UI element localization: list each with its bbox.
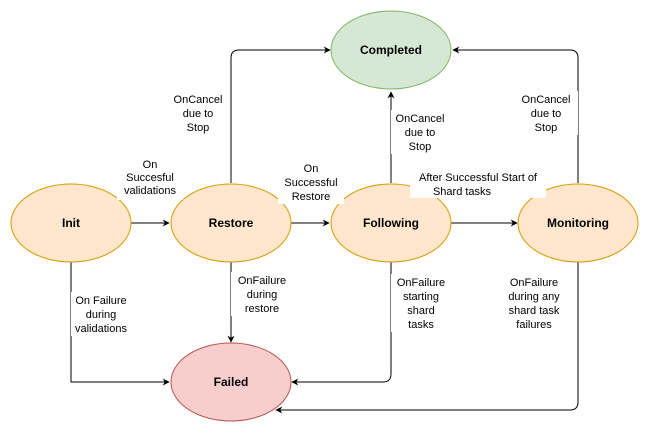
node-restore-label: Restore: [209, 216, 254, 230]
label-line: restore: [245, 303, 279, 315]
label-line: OnFailure: [510, 277, 558, 289]
node-restore-shape: [170, 183, 292, 263]
label-line: during: [86, 309, 117, 321]
label-line: After Successful Start of: [419, 172, 538, 184]
label-following-failed: OnFailure starting shard tasks: [391, 274, 451, 332]
node-failed-shape: [170, 342, 292, 422]
label-line: Shard tasks: [433, 186, 492, 198]
label-line: validations: [75, 323, 127, 335]
label-line: OnCancel: [174, 94, 223, 106]
label-line: tasks: [408, 319, 434, 331]
label-line: OnFailure: [397, 277, 445, 289]
label-line: failures: [516, 319, 552, 331]
label-line: Stop: [535, 122, 558, 134]
label-following-completed: OnCancel due to Stop: [391, 110, 451, 154]
label-restore-completed: OnCancel due to Stop: [166, 91, 228, 135]
label-line: OnFailure: [238, 275, 286, 287]
node-failed[interactable]: Failed: [170, 342, 292, 422]
label-line: due to: [183, 108, 214, 120]
label-init-failed: On Failure during validations: [71, 292, 133, 336]
label-line: Successful: [284, 177, 337, 189]
label-following-monitoring: After Successful Start of Shard tasks: [410, 168, 546, 198]
node-following-label: Following: [363, 216, 419, 230]
label-restore-failed: OnFailure during restore: [231, 272, 293, 316]
label-line: OnCancel: [522, 94, 571, 106]
label-line: shard: [407, 305, 435, 317]
node-monitoring[interactable]: Monitoring: [517, 183, 639, 263]
label-line: On: [304, 163, 319, 175]
label-line: On Failure: [75, 295, 126, 307]
node-failed-label: Failed: [214, 375, 249, 389]
node-monitoring-label: Monitoring: [547, 216, 609, 230]
node-completed[interactable]: Completed: [330, 10, 452, 90]
label-init-restore: On Succesful validations: [117, 156, 183, 200]
label-line: during: [247, 289, 278, 301]
node-following[interactable]: Following: [330, 183, 452, 263]
label-line: starting: [403, 291, 439, 303]
node-completed-shape: [330, 10, 452, 90]
node-following-shape: [330, 183, 452, 263]
edge-monitoring-failed: [275, 262, 579, 414]
node-init[interactable]: Init: [10, 183, 132, 263]
label-line: On: [143, 159, 158, 171]
label-line: due to: [531, 108, 562, 120]
node-restore[interactable]: Restore: [170, 183, 292, 263]
node-init-shape: [10, 183, 132, 263]
edge-restore-completed: [230, 46, 331, 183]
label-monitoring-completed: OnCancel due to Stop: [514, 91, 578, 135]
node-completed-label: Completed: [360, 43, 422, 57]
label-line: OnCancel: [396, 113, 445, 125]
label-line: Restore: [292, 191, 331, 203]
label-line: validations: [124, 185, 176, 197]
label-restore-following: On Successful Restore: [278, 160, 344, 204]
label-line: Stop: [187, 122, 210, 134]
node-monitoring-shape: [517, 183, 639, 263]
label-monitoring-failed: OnFailure during any shard task failures: [498, 274, 570, 332]
label-line: during any: [508, 291, 560, 303]
label-line: Succesful: [126, 172, 174, 184]
label-line: Stop: [409, 141, 432, 153]
edge-following-failed: [291, 262, 392, 386]
label-line: due to: [405, 127, 436, 139]
label-line: shard task: [509, 305, 560, 317]
edge-monitoring-completed: [452, 46, 579, 183]
node-init-label: Init: [62, 216, 80, 230]
